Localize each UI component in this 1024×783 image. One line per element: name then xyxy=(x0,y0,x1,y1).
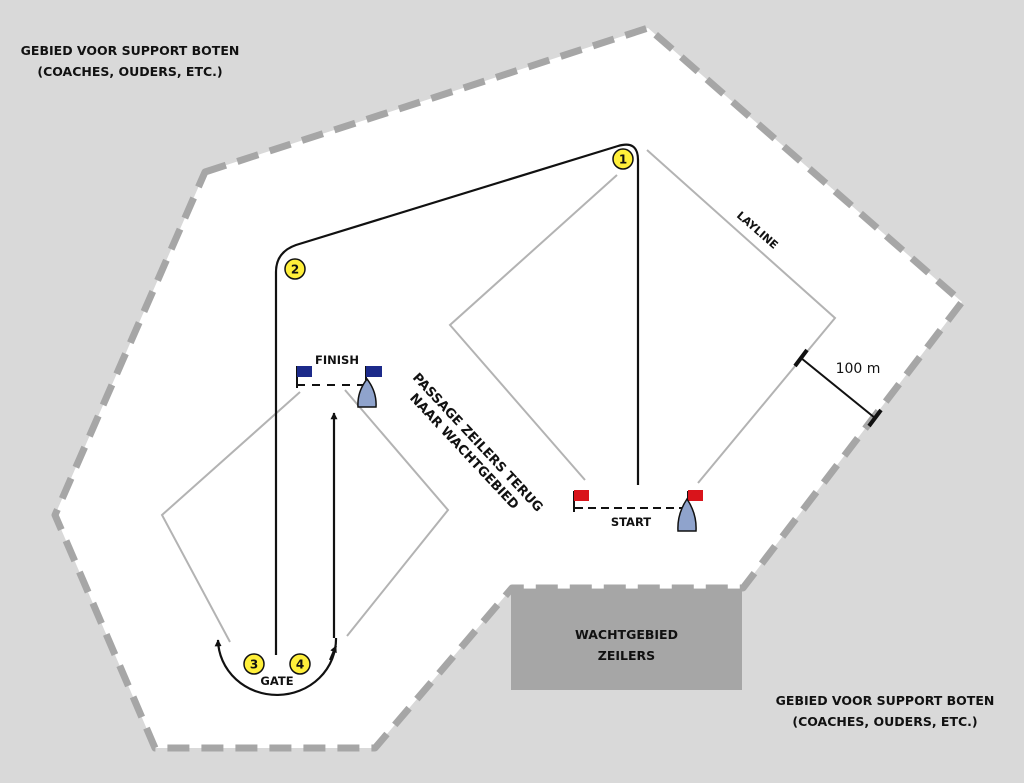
gate-label: GATE xyxy=(260,674,293,688)
layline xyxy=(646,149,837,484)
finish-label: FINISH xyxy=(315,353,359,367)
distance-label: 100 m xyxy=(836,361,881,377)
boat-icon xyxy=(677,497,697,532)
start-label: START xyxy=(611,515,651,529)
waiting-area xyxy=(511,589,742,690)
mark-3: 3 xyxy=(243,653,265,675)
mark-4: 4 xyxy=(289,653,311,675)
course-path xyxy=(274,143,640,655)
blue-flag-icon xyxy=(365,366,382,380)
support-area-label-bottom: GEBIED VOOR SUPPORT BOTEN (COACHES, OUDE… xyxy=(775,693,995,729)
svg-text:1: 1 xyxy=(619,153,627,167)
gate-arc xyxy=(214,637,338,697)
svg-text:4: 4 xyxy=(296,658,304,672)
finish-zone-right-outline xyxy=(344,389,450,637)
mark-1: 1 xyxy=(612,148,634,170)
gate-arc-right-tip xyxy=(328,645,338,661)
svg-text:3: 3 xyxy=(250,658,258,672)
boat-icon xyxy=(357,377,377,408)
waiting-area-label: WACHTGEBIED ZEILERS xyxy=(575,627,678,663)
distance-measure xyxy=(793,348,883,428)
blue-flag-icon xyxy=(296,366,312,388)
svg-text:2: 2 xyxy=(291,263,299,277)
support-area-label-top: GEBIED VOOR SUPPORT BOTEN (COACHES, OUDE… xyxy=(20,43,240,79)
finish-zone-left-outline xyxy=(160,391,301,643)
red-flag-icon xyxy=(573,490,589,512)
race-zone xyxy=(51,24,966,752)
mark-2: 2 xyxy=(284,258,306,280)
start-zone-outline xyxy=(448,174,618,481)
